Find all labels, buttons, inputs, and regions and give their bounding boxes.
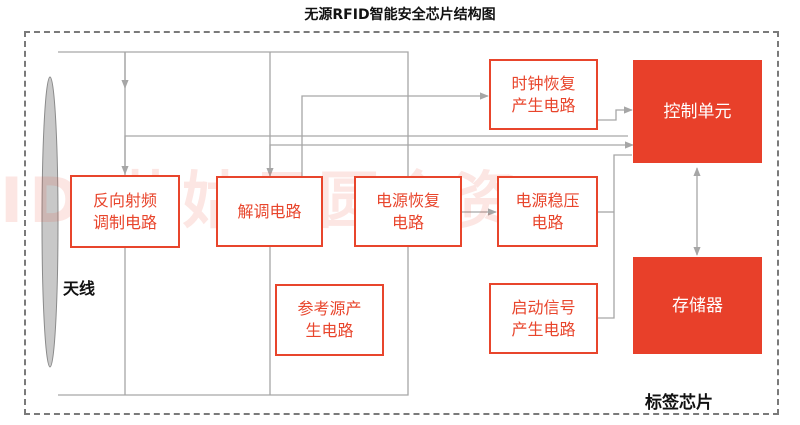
start-signal-block: 启动信号 产生电路	[489, 283, 598, 354]
wire-clock-to-control	[598, 106, 633, 121]
memory-block: 存储器	[633, 257, 762, 354]
reference-source-block: 参考源产 生电路	[275, 284, 384, 356]
power-recovery-block: 电源恢复 电路	[354, 176, 462, 247]
tag-chip-label: 标签芯片	[645, 393, 713, 413]
wire-start-to-control	[598, 154, 632, 319]
demodulation-block: 解调电路	[216, 176, 323, 247]
power-regulation-block: 电源稳压 电路	[497, 176, 598, 247]
tag-chip-boundary	[24, 31, 779, 415]
clock-recovery-block: 时钟恢复 产生电路	[489, 59, 598, 130]
reverse-rf-modulation-block: 反向射频 调制电路	[70, 175, 180, 248]
wire-control-to-reverse	[121, 135, 628, 175]
antenna-label: 天线	[63, 279, 96, 298]
wire-demod-to-control	[269, 141, 634, 160]
wire-to-clock-recovery	[301, 92, 489, 176]
diagram-title: 无源RFID智能安全芯片结构图	[304, 7, 496, 23]
antenna-shape	[41, 76, 59, 368]
control-unit-block: 控制单元	[633, 60, 762, 163]
